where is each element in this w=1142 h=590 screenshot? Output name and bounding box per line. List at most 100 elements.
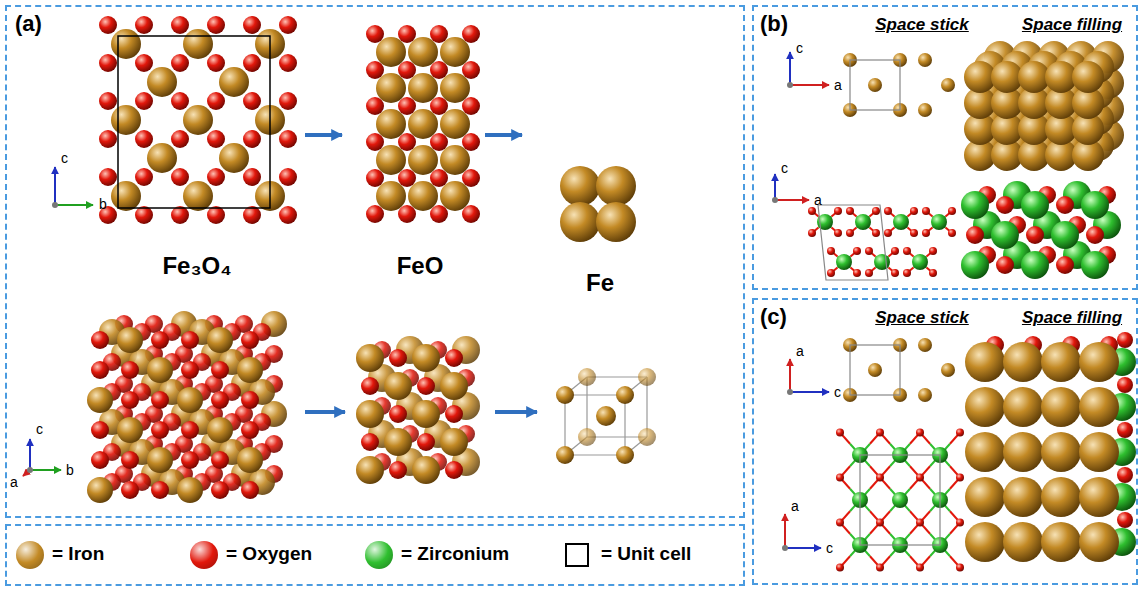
iron-atom	[440, 73, 470, 103]
zirconium-atom	[836, 254, 852, 270]
axis-label: b	[99, 196, 107, 212]
oxygen-atom	[366, 25, 384, 43]
oxygen-atom	[121, 481, 139, 499]
oxygen-atom	[430, 97, 448, 115]
oxygen-atom	[241, 481, 259, 499]
oxygen-atom	[462, 61, 480, 79]
oxygen-atom	[834, 229, 842, 237]
axis-label: c	[36, 421, 43, 437]
zirconium-atom	[912, 254, 928, 270]
oxygen-atom	[1117, 377, 1133, 393]
zirconium-atom	[991, 221, 1019, 249]
iron-atom	[408, 73, 438, 103]
view-title: Space filling	[1022, 15, 1122, 35]
oxygen-atom	[389, 405, 407, 423]
zirconium-atom	[1021, 191, 1049, 219]
oxygen-atom	[243, 54, 261, 72]
oxygen-atom	[1056, 196, 1074, 214]
iron-atom	[147, 67, 177, 97]
oxygen-atom	[827, 269, 835, 277]
iron-atom	[440, 372, 468, 400]
oxygen-atom	[827, 247, 835, 255]
iron-atom	[638, 368, 656, 386]
iron-atom	[941, 78, 955, 92]
iron-atom	[1041, 432, 1081, 472]
oxygen-atom	[948, 229, 956, 237]
iron-atom	[1079, 342, 1119, 382]
axis-label: a	[10, 474, 18, 490]
iron-atom	[965, 432, 1005, 472]
oxygen-atom	[430, 205, 448, 223]
oxygen-atom	[207, 130, 225, 148]
oxygen-atom	[445, 461, 463, 479]
oxygen-atom	[135, 16, 153, 34]
panel-letter: (c)	[760, 304, 787, 329]
oxygen-atom	[279, 168, 297, 186]
oxygen-atom	[99, 92, 117, 110]
oxygen-atom	[462, 97, 480, 115]
oxygen-atom	[462, 25, 480, 43]
iron-atom	[440, 37, 470, 67]
iron-atom	[219, 67, 249, 97]
oxygen-atom	[876, 564, 884, 572]
oxygen-atom	[430, 169, 448, 187]
iron-atom	[1041, 342, 1081, 382]
iron-atom	[412, 400, 440, 428]
oxygen-atom	[891, 247, 899, 255]
oxygen-atom	[1026, 226, 1044, 244]
oxygen-atom	[891, 269, 899, 277]
iron-atom	[147, 357, 173, 383]
oxygen-atom	[211, 361, 229, 379]
iron-atom	[918, 388, 932, 402]
zirconium-atom	[855, 214, 871, 230]
iron-atom	[1041, 387, 1081, 427]
zirconium-atom	[892, 492, 908, 508]
iron-atom	[117, 327, 143, 353]
oxygen-atom	[876, 429, 884, 437]
oxygen-atom	[865, 247, 873, 255]
iron-atom	[356, 400, 384, 428]
oxygen-atom	[853, 269, 861, 277]
axis-label: c	[781, 160, 788, 176]
oxygen-atom	[207, 54, 225, 72]
oxygen-atom	[151, 481, 169, 499]
iron-atom	[440, 109, 470, 139]
oxygen-atom	[1086, 226, 1104, 244]
iron-atom	[1003, 522, 1043, 562]
zirconium-atom	[931, 214, 947, 230]
oxygen-atom	[398, 97, 416, 115]
oxygen-atom	[243, 168, 261, 186]
iron-atom	[183, 105, 213, 135]
iron-atom	[384, 428, 412, 456]
oxygen-atom	[171, 54, 189, 72]
iron-atom	[147, 143, 177, 173]
oxygen-atom	[243, 130, 261, 148]
panel-box: (b)Space stickSpace filling	[752, 5, 1138, 290]
oxygen-atom	[417, 433, 435, 451]
oxygen-atom	[366, 61, 384, 79]
view-title: Space stick	[875, 15, 969, 35]
oxygen-atom	[243, 16, 261, 34]
axis-origin	[52, 202, 58, 208]
oxygen-atom	[1117, 332, 1133, 348]
iron-atom	[1003, 342, 1043, 382]
legend-swatch	[190, 541, 218, 569]
oxygen-atom	[121, 361, 139, 379]
oxygen-atom	[91, 331, 109, 349]
oxygen-atom	[243, 92, 261, 110]
oxygen-atom	[207, 168, 225, 186]
unit-cell	[118, 36, 270, 208]
iron-atom	[560, 202, 600, 242]
oxygen-atom	[903, 247, 911, 255]
oxygen-atom	[398, 133, 416, 151]
oxygen-atom	[389, 461, 407, 479]
axis-origin	[787, 82, 793, 88]
oxygen-atom	[884, 207, 892, 215]
view-title: Space filling	[1022, 308, 1122, 328]
iron-atom	[596, 406, 616, 426]
iron-atom	[1072, 61, 1104, 93]
iron-atom	[111, 181, 141, 211]
iron-atom	[918, 53, 932, 67]
oxygen-atom	[366, 97, 384, 115]
oxygen-atom	[366, 169, 384, 187]
